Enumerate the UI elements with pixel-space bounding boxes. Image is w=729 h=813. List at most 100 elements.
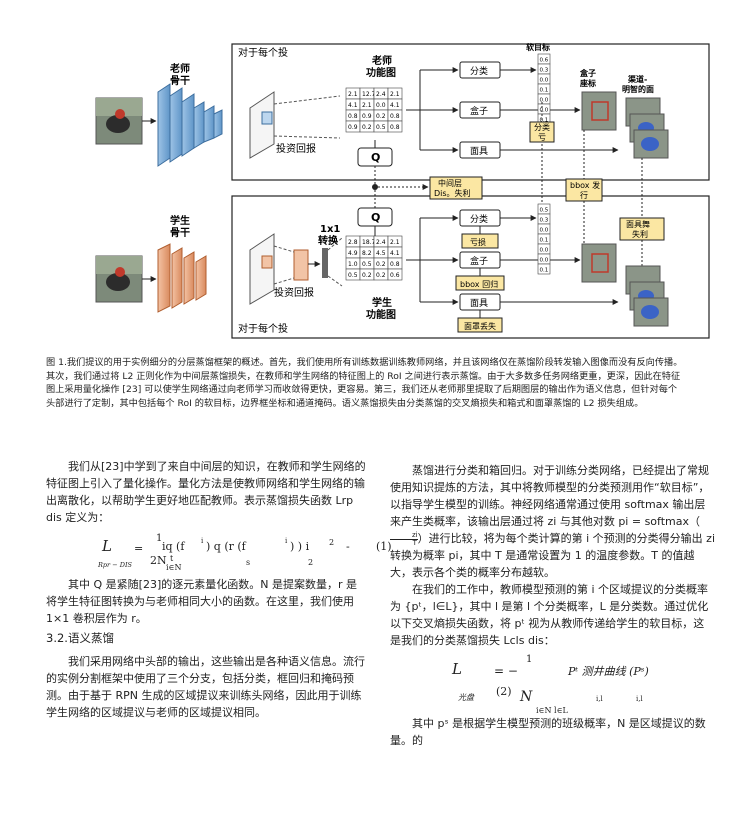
student-roi-pooling: 投资回报 1x1 转换: [249, 224, 343, 305]
svg-text:投资回报: 投资回报: [276, 142, 316, 155]
feature-cell-value: 0.2: [362, 272, 372, 279]
prob-value: 0.0: [540, 78, 549, 84]
feature-cell-value: 4.5: [376, 250, 386, 257]
svg-text:面具舞: 面具舞: [626, 219, 650, 229]
student-input-image: [95, 255, 143, 303]
feature-cell-value: 0.2: [376, 261, 386, 268]
svg-text:Dis。失利: Dis。失利: [434, 188, 471, 198]
svg-text:功能图: 功能图: [366, 66, 396, 79]
svg-text:老师: 老师: [169, 62, 190, 75]
feature-cell-value: 8.2: [362, 250, 372, 257]
svg-text:盒子: 盒子: [579, 68, 596, 78]
svg-text:座标: 座标: [579, 78, 596, 88]
intermediate-loss-box: [429, 176, 483, 200]
prob-value: 0.1: [540, 118, 549, 124]
svg-text:盒子: 盒子: [470, 105, 488, 117]
prob-value: 0.0: [540, 258, 549, 264]
feature-cell-value: 0.9: [362, 113, 372, 120]
teacher-mask-images: [625, 97, 669, 159]
feature-cell-value: 2.1: [348, 91, 358, 98]
prob-value: 0.6: [540, 58, 549, 64]
svg-text:中间层: 中间层: [438, 178, 462, 188]
svg-text:骨干: 骨干: [170, 75, 190, 87]
teacher-input-image: [95, 97, 143, 145]
svg-text:面具: 面具: [470, 298, 488, 309]
svg-text:失利: 失利: [632, 229, 648, 239]
svg-text:投资回报: 投资回报: [274, 286, 314, 299]
svg-text:学生: 学生: [170, 214, 190, 227]
feature-cell-value: 0.2: [376, 272, 386, 279]
prob-value: 0.1: [540, 88, 549, 94]
equation-1: L Rpr − DIS = 1 2N iq (f i ) q (r (f i )…: [98, 533, 392, 572]
prob-value: 0.1: [540, 268, 549, 274]
prob-value: 0.5: [540, 208, 549, 214]
right-paragraph-2: 在我们的工作中，教师模型预测的第 i 个区域提议的分类概率为 {pᵗ，l∈L}，…: [390, 583, 709, 647]
feature-cell-value: 0.2: [376, 113, 386, 120]
svg-text:盒子: 盒子: [470, 255, 488, 267]
svg-text:亏损: 亏损: [470, 237, 486, 247]
right-paragraph-1: 蒸馏进行分类和箱回归。对于训练分类网络，已经提出了常规使用知识提炼的方法，其中将…: [390, 464, 715, 579]
figure-caption: 图 1.我们提议的用于实例细分的分层蒸馏框架的概述。首先，我们使用所有训练数据训…: [46, 357, 683, 409]
feature-cell-value: 4.1: [390, 250, 400, 257]
right-column: 蒸馏进行分类和箱回归。对于训练分类网络，已经提出了常规使用知识提炼的方法，其中将…: [390, 462, 715, 749]
feature-cell-value: 0.8: [390, 124, 400, 131]
feature-cell-value: 4.1: [390, 102, 400, 109]
svg-text:骨干: 骨干: [170, 227, 190, 239]
feature-cell-value: 0.0: [376, 102, 386, 109]
feature-cell-value: 0.6: [390, 272, 400, 279]
feature-cell-value: 0.9: [348, 124, 358, 131]
feature-cell-value: 0.5: [362, 261, 372, 268]
feature-cell-value: 0.2: [362, 124, 372, 131]
left-paragraph-1: 我们从[23]中学到了来自中间层的知识，在教师和学生网络的特征图上引入了量化操作…: [46, 460, 366, 524]
svg-text:明智的面: 明智的面: [622, 84, 654, 94]
feature-cell-value: 0.8: [390, 113, 400, 120]
feature-cell-value: 4.9: [348, 250, 358, 257]
svg-text:1x1: 1x1: [320, 224, 340, 235]
student-soft-target-column: 0.50.30.00.10.00.00.1: [537, 203, 551, 275]
feature-cell-value: 2.4: [376, 239, 386, 246]
svg-text:转换: 转换: [318, 234, 339, 247]
prob-value: 0.1: [540, 238, 549, 244]
prob-value: 0.3: [540, 218, 549, 224]
feature-cell-value: 2.4: [376, 91, 386, 98]
feature-cell-value: 2.1: [362, 102, 372, 109]
left-paragraph-2: 其中 Q 是紧随[23]的逐元素量化函数。N 是提案数量，r 是将学生特征图转换…: [46, 578, 357, 625]
prob-value: 0.3: [540, 68, 549, 74]
svg-text:分类: 分类: [470, 213, 488, 225]
student-box-image: [581, 243, 617, 283]
student-mask-images: [625, 265, 669, 327]
svg-text:渠道-: 渠道-: [627, 74, 647, 84]
section-heading-3-2: 3.2.语义蒸馏: [46, 631, 114, 645]
loss-mask-box: [457, 317, 503, 333]
feature-cell-value: 0.8: [390, 261, 400, 268]
svg-text:面罩丢失: 面罩丢失: [464, 321, 496, 331]
feature-cell-value: 2.8: [348, 239, 358, 246]
prob-value: 0.0: [540, 108, 549, 114]
cls-loss-box-mid: [529, 121, 555, 143]
prob-value: 0.0: [540, 98, 549, 104]
feature-cell: [387, 120, 403, 133]
svg-text:Q: Q: [371, 211, 380, 224]
feature-cell-value: 18.7: [362, 239, 376, 246]
feature-cell-value: 4.1: [348, 102, 358, 109]
feature-cell-value: 2.1: [390, 239, 400, 246]
teacher-soft-target-column: 0.6 0.3 0.0 0.1 0.0 0.0 0.1: [537, 53, 551, 125]
prob-cell: [537, 263, 551, 275]
teacher-backbone: 老师 骨干: [157, 62, 223, 167]
feature-cell-value: 12.7: [362, 91, 376, 98]
prob-value: 0.0: [540, 248, 549, 254]
equation-2: L = − 1 Pᵗ 测井曲线 (Pˢ) (2) 光盘 N i∈N l∈L i,…: [452, 654, 649, 715]
svg-text:行: 行: [580, 190, 588, 200]
svg-text:分类: 分类: [470, 65, 488, 77]
feature-cell-value: 0.5: [376, 124, 386, 131]
svg-text:亏: 亏: [538, 133, 546, 142]
loss-bbox-box: [455, 275, 505, 291]
svg-text:面具: 面具: [470, 146, 488, 157]
left-column: 我们从[23]中学到了来自中间层的知识，在教师和学生网络的特征图上引入了量化操作…: [46, 458, 392, 721]
per-roi-bottom-label: 对于每个投: [238, 322, 288, 335]
right-paragraph-3: 其中 pˢ 是根据学生模型预测的班级概率，N 是区域提议的数量。的: [390, 717, 706, 747]
teacher-box-image: [581, 91, 617, 131]
teacher-roi-pooling: 投资回报: [249, 91, 341, 159]
